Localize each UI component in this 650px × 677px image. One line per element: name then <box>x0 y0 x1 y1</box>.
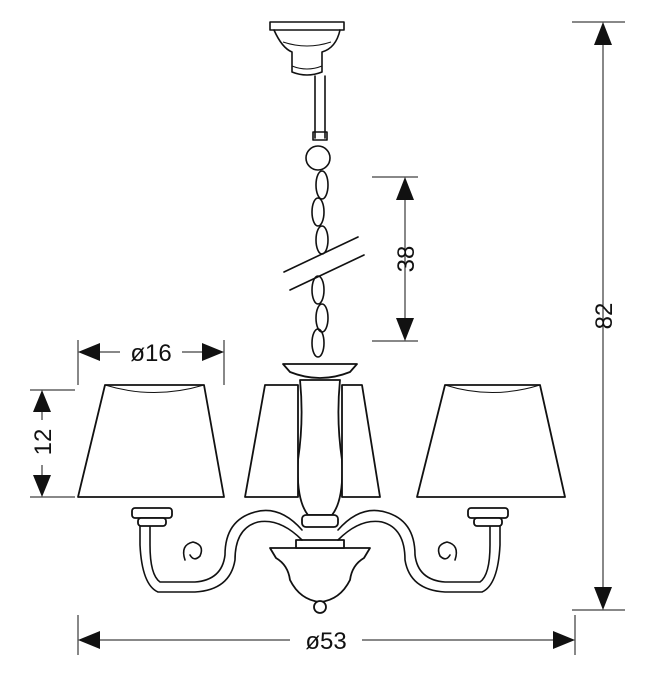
lamp-shades <box>77 384 566 498</box>
chain-link <box>311 328 325 358</box>
center-column <box>269 363 371 614</box>
chain-link <box>315 303 329 333</box>
dimension-82: 82 <box>572 21 625 611</box>
total-diameter-label: ø53 <box>305 628 346 655</box>
suspension-rod <box>312 75 328 141</box>
shade-height-label: 12 <box>30 429 57 456</box>
shade-center-right <box>341 384 381 498</box>
chain-link <box>315 225 329 255</box>
shade-left <box>77 384 225 498</box>
dimension-16: ø16 <box>77 340 225 385</box>
arms <box>131 507 509 593</box>
ceiling-canopy <box>269 21 345 76</box>
break-lines <box>283 236 365 291</box>
chain-link <box>305 145 331 171</box>
shade-diameter-label: ø16 <box>130 340 171 367</box>
dimension-53: ø53 <box>77 615 576 655</box>
chain-link <box>311 275 325 305</box>
chain-link <box>311 197 325 227</box>
shade-right <box>416 384 566 498</box>
chain-length-label: 38 <box>393 246 420 273</box>
shade-center-left <box>244 384 299 498</box>
chain-link <box>315 170 329 200</box>
dimension-38: 38 <box>372 176 420 342</box>
total-height-label: 82 <box>591 303 618 330</box>
dimension-12: 12 <box>30 389 75 498</box>
